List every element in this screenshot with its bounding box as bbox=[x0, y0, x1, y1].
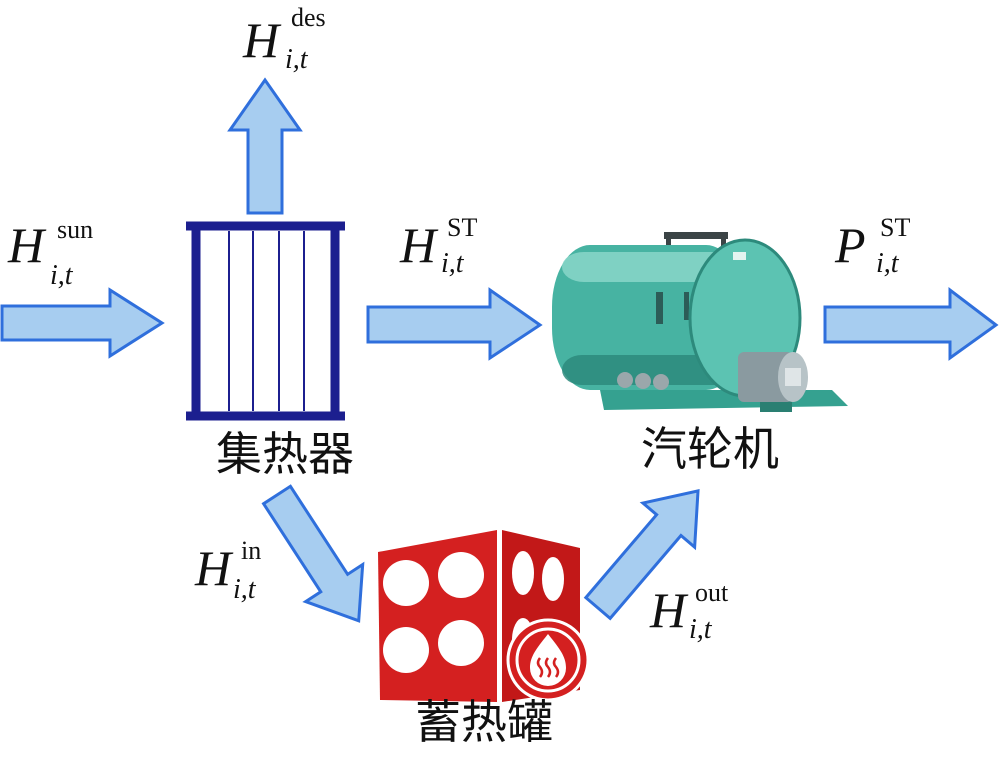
arrow-sun bbox=[0, 287, 165, 359]
arrow-des bbox=[227, 77, 303, 215]
flow-in-sup: in bbox=[241, 536, 261, 565]
flow-in-symbol: H bbox=[194, 540, 234, 596]
flow-label-st-power: P ST i,t bbox=[834, 213, 910, 279]
storage-label: 蓄热罐 bbox=[415, 695, 553, 749]
flow-st-heat-sup: ST bbox=[447, 213, 477, 242]
arrow-out bbox=[583, 489, 700, 621]
flow-out-sup: out bbox=[695, 578, 729, 607]
turbine-bolt bbox=[617, 372, 633, 388]
storage-icon bbox=[378, 530, 590, 702]
flow-out-sub: i,t bbox=[689, 614, 713, 645]
flow-out-symbol: H bbox=[649, 582, 689, 638]
turbine-highlight bbox=[562, 252, 737, 282]
turbine-label: 汽轮机 bbox=[641, 422, 779, 476]
arrow-st-heat bbox=[366, 287, 543, 361]
flow-label-out: H out i,t bbox=[649, 578, 729, 645]
storage-hole bbox=[383, 627, 429, 673]
flow-st-power-sup: ST bbox=[880, 213, 910, 242]
arrow-st-power bbox=[823, 286, 999, 361]
storage-front-face bbox=[378, 530, 497, 702]
flow-label-sun: H sun i,t bbox=[7, 215, 93, 291]
storage-hole bbox=[438, 552, 484, 598]
storage-hole bbox=[542, 557, 564, 601]
arrow-in bbox=[261, 484, 365, 623]
turbine-bolt bbox=[635, 373, 651, 389]
turbine-icon bbox=[552, 232, 848, 412]
collector-frame bbox=[191, 221, 340, 421]
flow-st-heat-sub: i,t bbox=[441, 248, 465, 279]
turbine-nameplate bbox=[733, 252, 746, 260]
collector-label: 集热器 bbox=[216, 427, 354, 481]
flow-sun-sub: i,t bbox=[50, 260, 74, 291]
flow-label-in: H in i,t bbox=[194, 536, 261, 605]
flow-st-heat-symbol: H bbox=[399, 217, 439, 273]
turbine-handle-post bbox=[666, 232, 671, 250]
flow-st-power-symbol: P bbox=[834, 217, 866, 273]
turbine-base-plate bbox=[600, 390, 848, 410]
heat-drop-icon bbox=[506, 618, 590, 702]
storage-hole bbox=[383, 560, 429, 606]
flow-in-sub: i,t bbox=[233, 574, 257, 605]
flow-des-symbol: H bbox=[242, 12, 282, 68]
turbine-bolt bbox=[653, 374, 669, 390]
turbine-handle-post bbox=[721, 232, 726, 250]
turbine-shadow bbox=[562, 355, 737, 385]
flow-st-power-sub: i,t bbox=[876, 248, 900, 279]
storage-hole bbox=[438, 620, 484, 666]
turbine-detail bbox=[684, 292, 689, 320]
collector-icon bbox=[186, 221, 345, 421]
flow-sun-sup: sun bbox=[57, 215, 93, 244]
flow-sun-symbol: H bbox=[7, 217, 47, 273]
flow-des-sub: i,t bbox=[285, 44, 309, 75]
turbine-detail bbox=[656, 292, 663, 324]
turbine-motor bbox=[738, 352, 793, 402]
flow-label-st-heat: H ST i,t bbox=[399, 213, 477, 279]
storage-hole bbox=[512, 551, 534, 595]
flow-label-des: H des i,t bbox=[242, 3, 326, 75]
turbine-handle-bar bbox=[664, 232, 728, 239]
flow-des-sup: des bbox=[291, 3, 326, 32]
turbine-motor-cap bbox=[785, 368, 801, 386]
